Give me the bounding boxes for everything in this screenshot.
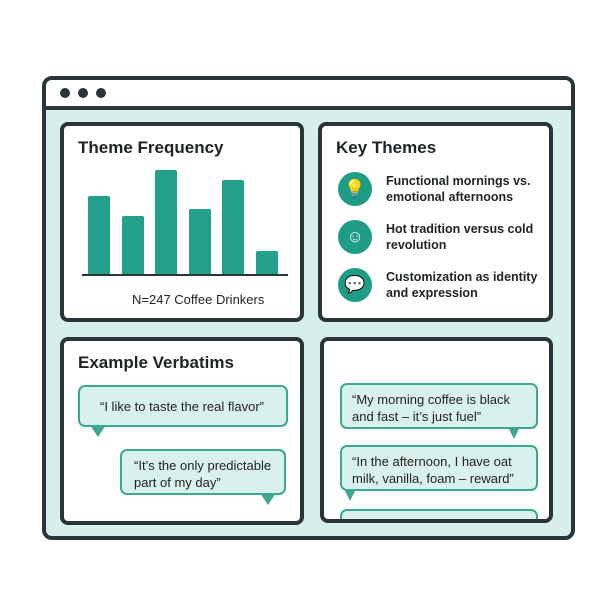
- quote-bubble-partial: [340, 509, 538, 519]
- more-verbatims-panel: “My morning coffee is black and fast – i…: [320, 337, 553, 523]
- quote-bubble: “I like to taste the real flavor”: [78, 385, 288, 427]
- theme-label: Functional mornings vs. emotional aftern…: [386, 174, 531, 204]
- quote-bubble: “In the afternoon, I have oat milk, vani…: [340, 445, 538, 491]
- browser-window: Theme Frequency N=247 Coffee Drinkers Ke…: [42, 76, 575, 540]
- bubble-tail: [90, 425, 106, 437]
- window-control-close[interactable]: [60, 88, 70, 98]
- panel-title: Theme Frequency: [78, 138, 224, 157]
- quote-bubble: “It’s the only predictable part of my da…: [120, 449, 286, 495]
- theme-item: 💬 Customization as identity and expressi…: [338, 268, 546, 302]
- bar-5: [222, 180, 244, 274]
- chart-baseline: [82, 274, 288, 276]
- bar-1: [88, 196, 110, 274]
- bar-2: [121, 216, 144, 274]
- quote-text: “My morning coffee is black and fast – i…: [352, 392, 510, 424]
- theme-label: Customization as identity and expression: [386, 270, 538, 300]
- theme-label: Hot tradition versus cold revolution: [386, 222, 534, 252]
- theme-frequency-panel: Theme Frequency N=247 Coffee Drinkers: [60, 122, 304, 322]
- lightbulb-icon: 💡: [338, 172, 372, 206]
- theme-item: ☺ Hot tradition versus cold revolution: [338, 220, 546, 254]
- quote-text: “I like to taste the real flavor”: [100, 399, 265, 414]
- bar-4: [188, 209, 211, 274]
- bubble-tail: [508, 427, 520, 439]
- sample-size-caption: N=247 Coffee Drinkers: [132, 292, 265, 307]
- quote-text: “In the afternoon, I have oat milk, vani…: [352, 454, 514, 486]
- head-idea-icon: ☺: [338, 220, 372, 254]
- bar-6: [255, 251, 278, 274]
- bar-chart: [82, 166, 288, 274]
- bubble-tail: [344, 489, 356, 501]
- theme-item: 💡 Functional mornings vs. emotional afte…: [338, 172, 546, 206]
- panel-title: Example Verbatims: [78, 353, 234, 372]
- key-themes-panel: Key Themes 💡 Functional mornings vs. emo…: [318, 122, 553, 322]
- panel-title: Key Themes: [336, 138, 437, 157]
- title-bar: [46, 80, 571, 110]
- speech-bubbles-icon: 💬: [338, 268, 372, 302]
- bar-3: [155, 170, 177, 274]
- quote-text: “It’s the only predictable part of my da…: [134, 458, 272, 490]
- example-verbatims-panel: Example Verbatims “I like to taste the r…: [60, 337, 304, 525]
- quote-bubble: “My morning coffee is black and fast – i…: [340, 383, 538, 429]
- window-control-maximize[interactable]: [96, 88, 106, 98]
- window-control-minimize[interactable]: [78, 88, 88, 98]
- bubble-tail: [260, 493, 276, 505]
